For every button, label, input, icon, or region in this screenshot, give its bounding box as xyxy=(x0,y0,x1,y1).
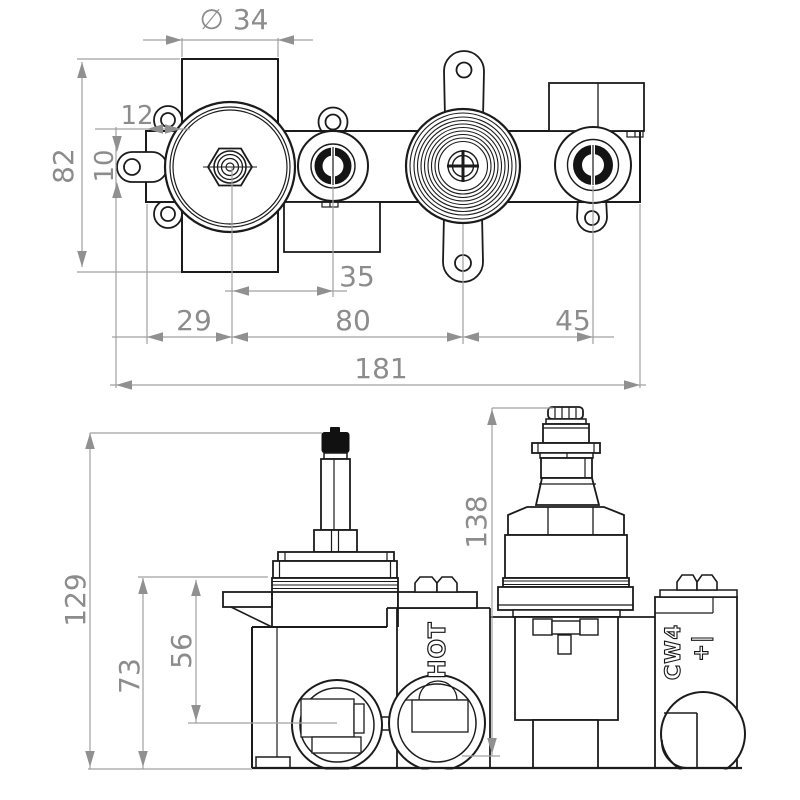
dim-cartridge-height-label: 138 xyxy=(460,495,493,548)
dim-tab-label: 10 xyxy=(90,149,120,182)
top-view-dimensions: ∅ 34 12 10 82 35 29 80 45 181 xyxy=(47,3,646,390)
hex-bolt-left-2 xyxy=(436,576,458,593)
side-ports xyxy=(291,674,486,772)
outlet-port-small-left xyxy=(297,130,369,202)
serrated-cap xyxy=(547,406,584,420)
ear-holes xyxy=(123,61,600,272)
dim-offset-label: 12 xyxy=(120,101,153,131)
phillips-screw-icon xyxy=(447,150,479,182)
cartridge-stem xyxy=(320,458,351,531)
side-view: HOT CW4 +| xyxy=(59,406,759,784)
valve-body-section xyxy=(222,574,746,777)
hot-port-label: HOT xyxy=(425,621,451,679)
outlet-port-small-right xyxy=(554,126,632,204)
body-foot xyxy=(255,756,291,769)
mixer-port-circle xyxy=(163,100,297,234)
dim-left-label: 29 xyxy=(176,304,212,337)
dim-overall-height-label: 129 xyxy=(59,573,92,626)
hex-bolt-right-1 xyxy=(676,574,698,591)
thermostatic-cartridge xyxy=(497,406,634,618)
top-view: ∅ 34 12 10 82 35 29 80 45 181 xyxy=(47,3,646,390)
lower-port-block xyxy=(283,201,381,253)
hex-bolt-left-1 xyxy=(414,576,438,593)
dim-diameter-label: ∅ 34 xyxy=(200,3,269,36)
right-port-block xyxy=(548,82,645,132)
dim-middle-label: 80 xyxy=(335,304,371,337)
thermostat-head-circle xyxy=(404,107,522,225)
dim-spacing-small-label: 35 xyxy=(339,260,375,293)
hex-bolt-right-2 xyxy=(696,574,718,591)
cartridge-pin-detail xyxy=(532,618,599,655)
mixer-cartridge xyxy=(271,427,399,593)
side-view-dimensions: 129 73 56 138 xyxy=(59,407,553,770)
body-notches xyxy=(321,130,644,208)
stem-knob xyxy=(321,432,350,453)
dim-body-height-label: 73 xyxy=(113,658,146,694)
port-labels: HOT CW4 +| xyxy=(424,621,714,681)
hex-section xyxy=(507,506,625,536)
dim-right-label: 45 xyxy=(555,304,591,337)
dim-port-height-label: 56 xyxy=(165,633,198,669)
dim-overall-label: 181 xyxy=(354,352,407,385)
cold-port-label-line1: CW4 xyxy=(661,624,685,680)
cold-port-label-line2: +| xyxy=(689,634,714,661)
stem-nub xyxy=(330,427,340,433)
dim-height-label: 82 xyxy=(47,148,80,184)
